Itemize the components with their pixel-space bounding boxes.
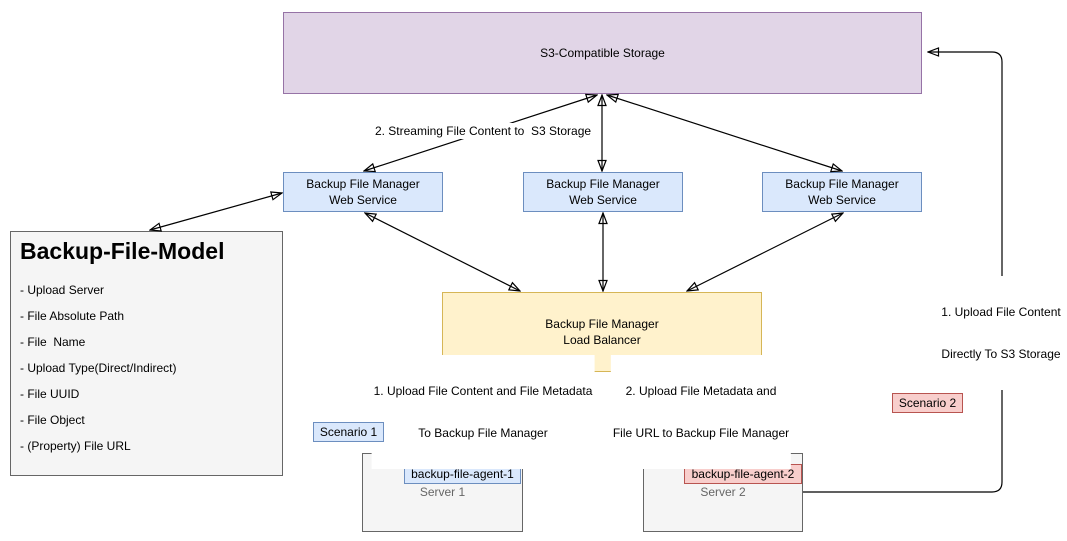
node-s3-compatible-storage: S3-Compatible Storage <box>283 12 922 94</box>
edge-label-upload-direct-line1: 1. Upload File Content <box>941 305 1061 319</box>
web-service-2-label-line1: Backup File Manager <box>546 177 660 191</box>
s3-storage-label: S3-Compatible Storage <box>540 46 665 60</box>
node-backup-file-model: Backup-File-Model - Upload Server - File… <box>10 231 283 476</box>
backup-file-model-field-list: - Upload Server - File Absolute Path - F… <box>11 265 282 459</box>
edge-label-upload-metadata: 2. Upload File Metadata and File URL to … <box>610 355 792 469</box>
model-field-file-uuid: - File UUID <box>20 387 80 401</box>
scenario-1-label: Scenario 1 <box>319 425 378 439</box>
edge-s3-webservice3 <box>607 95 842 171</box>
model-field-file-object: - File Object <box>20 413 85 427</box>
edge-label-upload-via-manager-line1: 1. Upload File Content and File Metadata <box>373 384 593 398</box>
backup-file-agent-2-label: backup-file-agent-2 <box>691 467 795 481</box>
edge-label-upload-metadata-line2: File URL to Backup File Manager <box>612 426 790 440</box>
edge-label-streaming: 2. Streaming File Content to S3 Storage <box>372 123 594 139</box>
edge-webservice1-loadbalancer <box>365 213 520 291</box>
edge-label-upload-via-manager: 1. Upload File Content and File Metadata… <box>371 355 595 469</box>
edge-server2-s3-direct <box>803 52 1003 493</box>
scenario-2-label: Scenario 2 <box>898 396 957 410</box>
load-balancer-label-line1: Backup File Manager <box>545 317 659 331</box>
edge-label-upload-via-manager-line2: To Backup File Manager <box>418 426 548 440</box>
web-service-1-label-line2: Web Service <box>329 193 397 207</box>
edge-model-webservice1 <box>150 193 282 230</box>
backup-file-agent-1-label: backup-file-agent-1 <box>411 467 514 481</box>
scenario-2-badge: Scenario 2 <box>892 393 963 413</box>
edge-label-upload-direct: 1. Upload File Content Directly To S3 St… <box>939 276 1063 390</box>
model-field-upload-server: - Upload Server <box>20 283 105 297</box>
edge-label-upload-direct-line2: Directly To S3 Storage <box>941 347 1061 361</box>
model-field-file-url: - (Property) File URL <box>20 439 131 453</box>
model-field-file-name: - File Name <box>20 335 86 349</box>
edge-label-upload-metadata-line1: 2. Upload File Metadata and <box>625 384 777 398</box>
node-web-service-1: Backup File Manager Web Service <box>283 172 443 212</box>
web-service-3-label-line1: Backup File Manager <box>785 177 899 191</box>
load-balancer-label-line2: Load Balancer <box>563 333 641 347</box>
model-field-upload-type: - Upload Type(Direct/Indirect) <box>20 361 177 375</box>
server-1-label: Server 1 <box>419 485 466 499</box>
scenario-1-badge: Scenario 1 <box>313 422 384 442</box>
web-service-3-label-line2: Web Service <box>808 193 876 207</box>
edge-webservice3-loadbalancer <box>687 213 843 291</box>
node-web-service-3: Backup File Manager Web Service <box>762 172 922 212</box>
server-2-label: Server 2 <box>700 485 746 499</box>
backup-file-model-title: Backup-File-Model <box>20 238 225 264</box>
web-service-2-label-line2: Web Service <box>569 193 637 207</box>
node-web-service-2: Backup File Manager Web Service <box>523 172 683 212</box>
model-field-file-absolute-path: - File Absolute Path <box>20 309 125 323</box>
web-service-1-label-line1: Backup File Manager <box>306 177 420 191</box>
